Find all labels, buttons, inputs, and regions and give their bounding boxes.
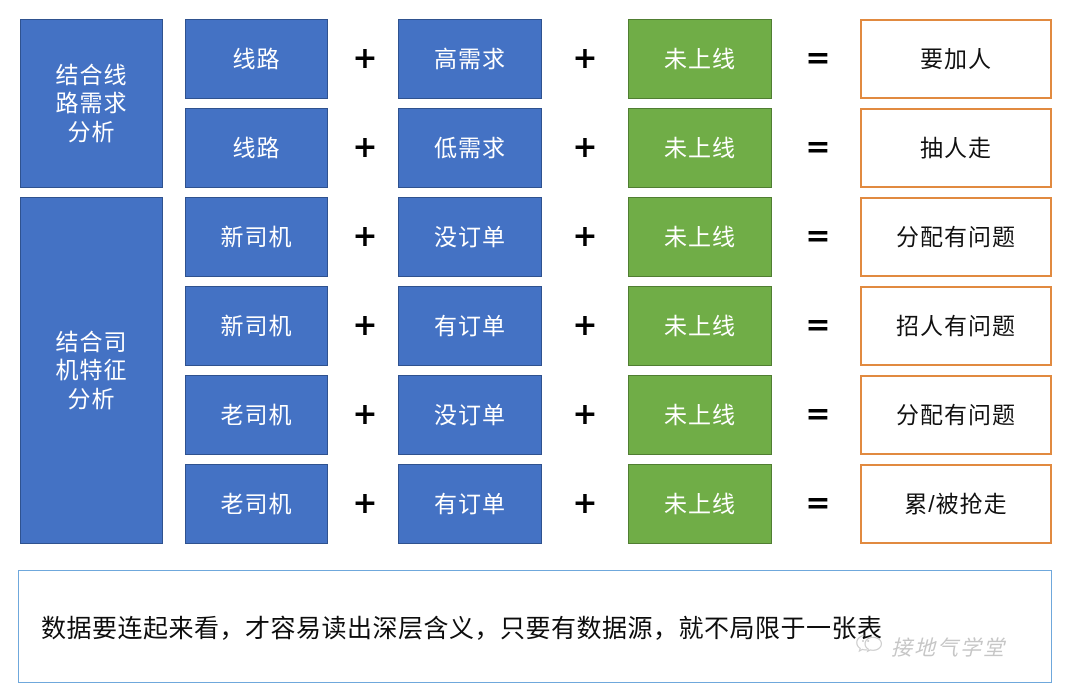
plus-operator: + bbox=[345, 19, 385, 99]
group-panel-label: 结合线 路需求 分析 bbox=[55, 62, 128, 145]
plus-operator: + bbox=[345, 197, 385, 277]
factor1-box[interactable]: 线路 bbox=[185, 108, 328, 188]
plus-operator: + bbox=[565, 464, 605, 544]
factor2-label: 没订单 bbox=[434, 401, 506, 428]
group-panel-route-demand[interactable]: 结合线 路需求 分析 bbox=[20, 19, 163, 188]
status-box[interactable]: 未上线 bbox=[628, 375, 772, 455]
group-panel-driver-feature[interactable]: 结合司 机特征 分析 bbox=[20, 197, 163, 544]
factor1-label: 线路 bbox=[232, 134, 281, 161]
status-box[interactable]: 未上线 bbox=[628, 464, 772, 544]
group-panel-label: 结合司 机特征 分析 bbox=[55, 329, 128, 412]
plus-operator: + bbox=[565, 197, 605, 277]
plus-operator: + bbox=[565, 108, 605, 188]
equals-operator-label: = bbox=[805, 41, 831, 76]
plus-operator: + bbox=[345, 108, 385, 188]
conclusion-box[interactable]: 分配有问题 bbox=[860, 375, 1052, 455]
summary-banner[interactable]: 数据要连起来看，才容易读出深层含义，只要有数据源，就不局限于一张表 bbox=[18, 570, 1052, 683]
plus-operator-label: + bbox=[352, 486, 378, 521]
equals-operator-label: = bbox=[805, 219, 831, 254]
factor2-box[interactable]: 没订单 bbox=[398, 375, 542, 455]
conclusion-label: 招人有问题 bbox=[896, 312, 1016, 339]
plus-operator-label: + bbox=[572, 397, 598, 432]
status-box[interactable]: 未上线 bbox=[628, 197, 772, 277]
factor2-label: 没订单 bbox=[434, 223, 506, 250]
plus-operator-label: + bbox=[352, 219, 378, 254]
equals-operator: = bbox=[798, 108, 838, 188]
factor1-label: 新司机 bbox=[220, 223, 293, 250]
factor2-label: 高需求 bbox=[434, 45, 506, 72]
equals-operator: = bbox=[798, 375, 838, 455]
equals-operator: = bbox=[798, 286, 838, 366]
equals-operator-label: = bbox=[805, 486, 831, 521]
plus-operator: + bbox=[345, 464, 385, 544]
plus-operator-label: + bbox=[572, 308, 598, 343]
plus-operator-label: + bbox=[352, 41, 378, 76]
plus-operator-label: + bbox=[352, 308, 378, 343]
plus-operator-label: + bbox=[352, 397, 378, 432]
factor2-label: 有订单 bbox=[434, 312, 506, 339]
plus-operator: + bbox=[565, 286, 605, 366]
plus-operator-label: + bbox=[572, 486, 598, 521]
factor2-label: 有订单 bbox=[434, 490, 506, 517]
conclusion-box[interactable]: 累/被抢走 bbox=[860, 464, 1052, 544]
status-label: 未上线 bbox=[664, 312, 736, 339]
factor1-box[interactable]: 新司机 bbox=[185, 286, 328, 366]
factor2-box[interactable]: 有订单 bbox=[398, 464, 542, 544]
factor2-label: 低需求 bbox=[434, 134, 506, 161]
factor1-label: 老司机 bbox=[220, 490, 293, 517]
conclusion-box[interactable]: 要加人 bbox=[860, 19, 1052, 99]
factor1-label: 线路 bbox=[232, 45, 281, 72]
status-box[interactable]: 未上线 bbox=[628, 108, 772, 188]
plus-operator: + bbox=[345, 286, 385, 366]
plus-operator-label: + bbox=[572, 130, 598, 165]
equals-operator: = bbox=[798, 197, 838, 277]
conclusion-label: 分配有问题 bbox=[896, 223, 1016, 250]
plus-operator: + bbox=[345, 375, 385, 455]
watermark: 接地气学堂 bbox=[855, 632, 1006, 662]
plus-operator-label: + bbox=[352, 130, 378, 165]
status-box[interactable]: 未上线 bbox=[628, 19, 772, 99]
plus-operator-label: + bbox=[572, 219, 598, 254]
plus-operator-label: + bbox=[572, 41, 598, 76]
equals-operator-label: = bbox=[805, 308, 831, 343]
status-label: 未上线 bbox=[664, 134, 736, 161]
equals-operator: = bbox=[798, 464, 838, 544]
status-box[interactable]: 未上线 bbox=[628, 286, 772, 366]
factor1-box[interactable]: 线路 bbox=[185, 19, 328, 99]
equals-operator-label: = bbox=[805, 397, 831, 432]
conclusion-label: 分配有问题 bbox=[896, 401, 1016, 428]
summary-banner-text: 数据要连起来看，才容易读出深层含义，只要有数据源，就不局限于一张表 bbox=[41, 614, 883, 643]
equals-operator: = bbox=[798, 19, 838, 99]
conclusion-label: 抽人走 bbox=[920, 134, 992, 161]
factor1-label: 老司机 bbox=[220, 401, 293, 428]
status-label: 未上线 bbox=[664, 45, 736, 72]
factor1-box[interactable]: 老司机 bbox=[185, 375, 328, 455]
factor2-box[interactable]: 没订单 bbox=[398, 197, 542, 277]
conclusion-label: 要加人 bbox=[920, 45, 992, 72]
factor2-box[interactable]: 高需求 bbox=[398, 19, 542, 99]
status-label: 未上线 bbox=[664, 223, 736, 250]
factor1-label: 新司机 bbox=[220, 312, 293, 339]
conclusion-box[interactable]: 招人有问题 bbox=[860, 286, 1052, 366]
status-label: 未上线 bbox=[664, 490, 736, 517]
watermark-label: 接地气学堂 bbox=[891, 637, 1006, 660]
wechat-icon bbox=[855, 633, 885, 662]
equals-operator-label: = bbox=[805, 130, 831, 165]
conclusion-box[interactable]: 抽人走 bbox=[860, 108, 1052, 188]
factor2-box[interactable]: 有订单 bbox=[398, 286, 542, 366]
plus-operator: + bbox=[565, 19, 605, 99]
conclusion-box[interactable]: 分配有问题 bbox=[860, 197, 1052, 277]
factor1-box[interactable]: 老司机 bbox=[185, 464, 328, 544]
status-label: 未上线 bbox=[664, 401, 736, 428]
plus-operator: + bbox=[565, 375, 605, 455]
conclusion-label: 累/被抢走 bbox=[904, 490, 1008, 517]
factor1-box[interactable]: 新司机 bbox=[185, 197, 328, 277]
factor2-box[interactable]: 低需求 bbox=[398, 108, 542, 188]
